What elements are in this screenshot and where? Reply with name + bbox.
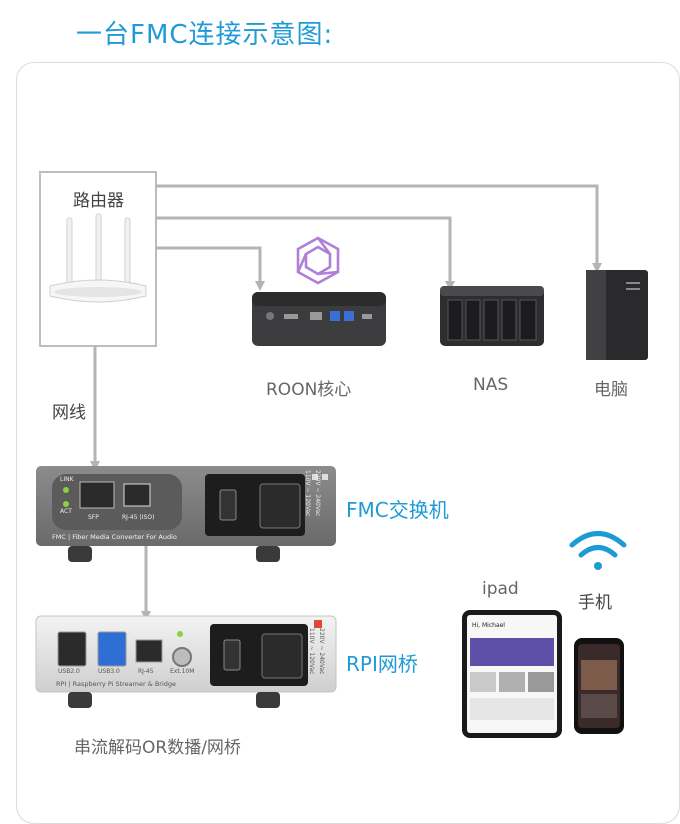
rpi-feet <box>68 692 280 708</box>
ipad-device <box>462 610 562 738</box>
footer-label: 串流解码OR数播/网桥 <box>74 738 241 758</box>
tablet-screen-title: Hi, Michael <box>472 622 505 629</box>
rpi-port-usb2: USB2.0 <box>58 668 80 675</box>
roon-logo-icon <box>296 236 340 285</box>
rpi-voltage-2: 220V ~ 240Vac <box>318 628 325 675</box>
fmc-led-act: ACT <box>60 508 72 515</box>
fmc-led-link: LINK <box>60 476 74 483</box>
rpi-voltage-1: 110V ~ 120Vac <box>308 628 315 675</box>
ipad-label: ipad <box>482 579 519 599</box>
fmc-feet <box>68 546 280 562</box>
rpi-brand-line: RPI | Raspberry Pi Streamer & Bridge <box>56 680 177 688</box>
fmc-label: FMC交换机 <box>346 498 449 522</box>
page-title: 一台FMC连接示意图: <box>76 20 334 50</box>
cable-label: 网线 <box>52 403 86 423</box>
router-label: 路由器 <box>73 191 124 211</box>
roon-core-device <box>252 292 386 346</box>
phone-label: 手机 <box>578 593 612 613</box>
rpi-port-rj45: RJ-45 <box>138 668 154 675</box>
router-icon <box>49 213 147 303</box>
roon-label: ROON核心 <box>266 380 352 400</box>
wifi-icon <box>569 531 627 570</box>
fmc-port-rj45: RJ-45 (ISO) <box>122 514 155 521</box>
nas-label: NAS <box>473 375 509 395</box>
fmc-voltage-1: 110V ~ 120Vac <box>304 470 311 517</box>
rpi-port-usb3: USB3.0 <box>98 668 120 675</box>
rpi-device <box>35 615 337 693</box>
pc-tower-device <box>586 270 648 360</box>
rpi-port-ext: Ext.10M <box>170 668 195 675</box>
fmc-port-sfp: SFP <box>88 514 99 521</box>
connection-lines <box>90 184 602 621</box>
rpi-label: RPI网桥 <box>346 652 418 676</box>
phone-device <box>574 638 624 734</box>
nas-device <box>440 286 544 346</box>
fmc-brand-line: FMC | Fiber Media Converter For Audio <box>52 533 177 541</box>
fmc-device <box>36 466 336 546</box>
pc-label: 电脑 <box>594 380 628 400</box>
fmc-voltage-2: 220V ~ 240Vac <box>314 470 321 517</box>
